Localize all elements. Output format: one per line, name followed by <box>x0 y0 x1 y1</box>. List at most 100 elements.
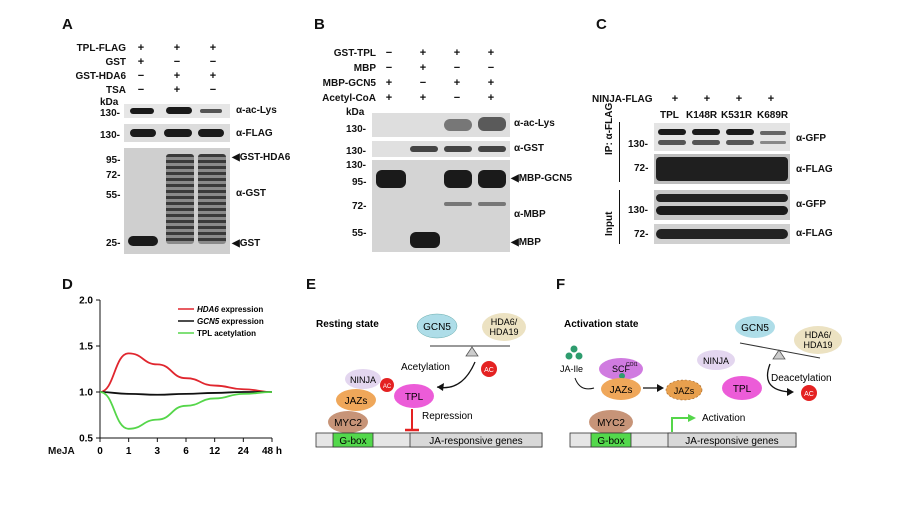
balance-fulcrum <box>465 346 479 357</box>
ninja-label-f: NINJA <box>703 356 729 366</box>
tpl-shape <box>394 384 434 408</box>
hda-label-1: HDA6/ <box>491 317 518 327</box>
ac-circle-e <box>481 361 497 377</box>
ja-ile-label: JA-Ile <box>560 364 583 374</box>
row-label-gst-hda6: GST-HDA6 <box>75 71 126 82</box>
ac-label: AC <box>484 367 494 374</box>
kda-label-b: kDa <box>346 107 365 118</box>
antibody-label: α-FLAG <box>796 228 833 239</box>
hda-shape: HDA6/ HDA19 <box>482 313 526 341</box>
y-tick-label: 2.0 <box>79 296 93 307</box>
arrow-label-gst-hda6: ◀GST-HDA6 <box>232 152 291 163</box>
gbox-label-f: G-box <box>597 436 624 447</box>
myc2-label-f: MYC2 <box>597 418 625 429</box>
series-line <box>99 391 272 396</box>
activation-label: Activation <box>702 413 745 424</box>
jazs-degraded-label: JAZs <box>674 386 695 396</box>
mw-marker: 130- <box>346 146 367 157</box>
arrow-label-mbp-gcn5: ◀MBP-GCN5 <box>511 173 573 184</box>
x-tick-label: 3 <box>155 446 161 457</box>
mw-marker: 130- <box>628 139 649 150</box>
blot-gst-b <box>372 141 510 157</box>
arrow-label-mbp: ◀MBP <box>511 237 541 248</box>
legend-label: GCN5 expression <box>197 317 264 326</box>
mw-marker: 25- <box>106 238 121 249</box>
x-tick-label: 6 <box>183 446 189 457</box>
x-tick-label: 12 <box>209 446 221 457</box>
ac-label-f: AC <box>804 391 814 398</box>
x-tick-label: 24 <box>238 446 250 457</box>
marks-acetyl-coa: ++−+ <box>385 92 495 104</box>
mw-marker: 130- <box>100 130 121 141</box>
marks-gst: +−− <box>137 56 217 68</box>
gcn5-shape: GCN5 <box>416 313 458 339</box>
panel-c-letter: C <box>596 16 607 33</box>
lane-label: K148R <box>686 110 718 121</box>
x-tick-label: 48 h <box>262 446 282 457</box>
row-label-tpl-flag: TPL-FLAG <box>76 43 126 54</box>
deacetylation-label: Deacetylation <box>771 373 832 384</box>
mw-marker: 130- <box>346 124 367 135</box>
acetylation-label: Acetylation <box>401 362 450 373</box>
x-tick-label: 1 <box>126 446 132 457</box>
blot-gfp-ip <box>654 123 790 151</box>
ac-circle-e2 <box>380 378 394 392</box>
kda-label-a: kDa <box>100 97 119 108</box>
antibody-label: α-GST <box>514 143 545 154</box>
mw-marker: 130- <box>628 205 649 216</box>
panel-f-letter: F <box>556 276 566 293</box>
x-tick-label: 0 <box>97 446 103 457</box>
antibody-label: α-ac-Lys <box>236 105 277 116</box>
activation-state-title: Activation state <box>564 319 639 330</box>
mw-marker: 130- <box>346 160 367 171</box>
mw-marker: 72- <box>106 170 121 181</box>
ja-ile-arrow <box>574 377 595 390</box>
tpl-shape-f <box>722 376 762 400</box>
blot-gfp-input <box>654 190 790 220</box>
antibody-label: α-GFP <box>796 199 827 210</box>
mw-marker: 72- <box>352 201 367 212</box>
row-label-gst-tpl: GST-TPL <box>333 48 376 59</box>
series-line <box>99 391 273 430</box>
blot-gst-a <box>124 148 230 254</box>
row-label-acetyl-coa: Acetyl-CoA <box>322 93 376 104</box>
marks-tpl-flag: +++ <box>137 42 217 54</box>
row-label-mbp: MBP <box>353 63 376 74</box>
hda-label-f1: HDA6/ <box>805 330 832 340</box>
mw-marker: 130- <box>100 108 121 119</box>
blot-flag-a <box>124 124 230 142</box>
mw-marker: 95- <box>352 177 367 188</box>
tpl-label: TPL <box>405 392 424 403</box>
hda-label-2: HDA19 <box>489 327 518 337</box>
antibody-label: α-GFP <box>796 133 827 144</box>
genes-f <box>667 432 797 448</box>
panel-e-letter: E <box>306 276 317 293</box>
lane-label: TPL <box>660 110 679 121</box>
legend-label: HDA6 expression <box>197 305 263 314</box>
panel-b-letter: B <box>314 16 325 33</box>
row-label-gst: GST <box>105 57 126 68</box>
blot-flag-ip <box>654 154 790 184</box>
gcn5-shape-f <box>735 316 775 338</box>
antibody-label: α-GST <box>236 188 267 199</box>
lane-label: K531R <box>721 110 753 121</box>
lane-label: K689R <box>757 110 789 121</box>
blot-mbp-b <box>372 160 510 252</box>
balance-fulcrum-f <box>772 349 786 360</box>
mw-marker: 55- <box>106 190 121 201</box>
blot-flag-input <box>654 224 790 244</box>
y-tick-label: 1.5 <box>79 342 93 353</box>
mw-marker: 72- <box>634 229 649 240</box>
y-tick-label: 1.0 <box>79 388 93 399</box>
deacetylation-arrow <box>766 363 791 393</box>
myc2-shape-f <box>589 410 633 434</box>
arrow-label-gst: ◀GST <box>232 238 261 249</box>
hda-shape-f <box>794 326 842 354</box>
scf-sup-label: COI1 <box>626 362 638 368</box>
jazs-shape-f <box>601 378 641 400</box>
gcn5-label-f: GCN5 <box>741 323 769 334</box>
ninja-shape-f <box>697 350 735 370</box>
gbox-e <box>332 432 374 448</box>
